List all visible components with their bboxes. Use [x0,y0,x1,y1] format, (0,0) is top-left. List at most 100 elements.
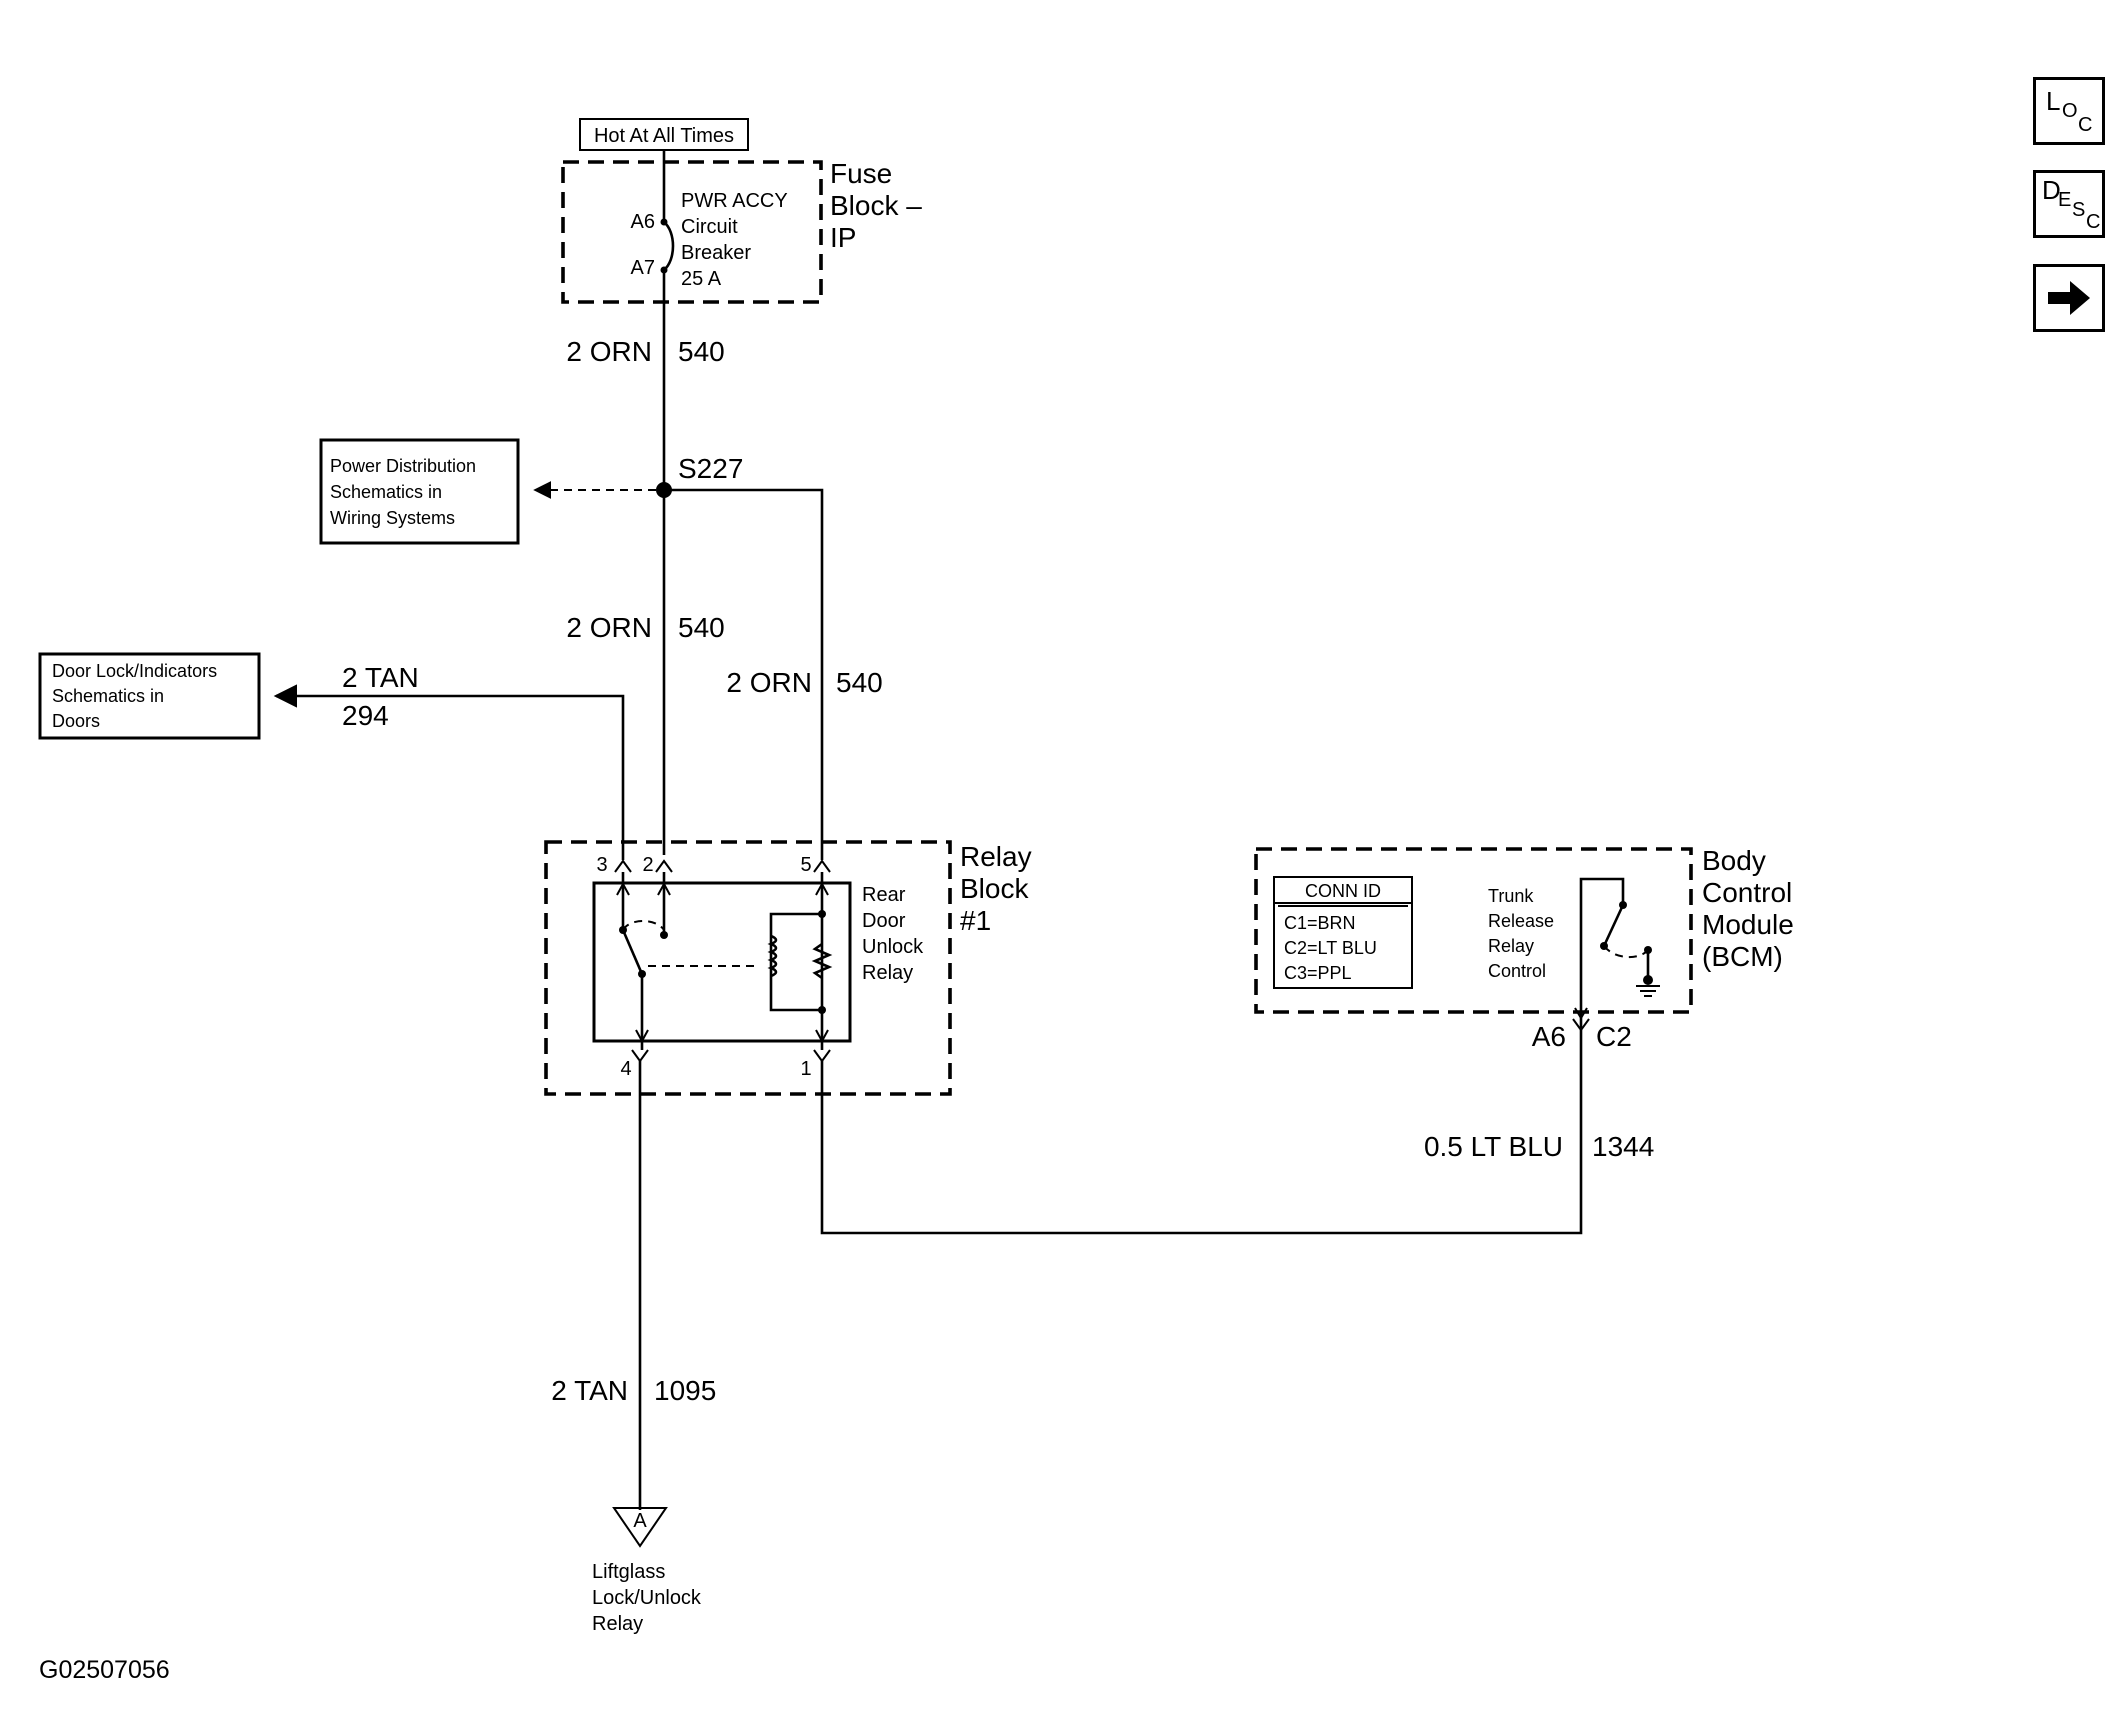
bcm-pin-a6: A6 [1532,1021,1566,1052]
svg-text:Schematics in: Schematics in [330,482,442,502]
hot-at-all-times-label: Hot At All Times [579,118,749,151]
svg-text:Relay: Relay [960,841,1032,872]
desc-letter-d: D [2042,175,2061,205]
fuse-pin-a6: A6 [631,211,655,233]
svg-text:2 ORN: 2 ORN [566,612,652,643]
relay-top-connectors [614,859,831,873]
loc-letter-c: C [2078,114,2093,136]
svg-text:PWR ACCY: PWR ACCY [681,190,788,212]
circuit-breaker-icon [660,218,675,274]
svg-text:Relay: Relay [862,962,913,984]
svg-text:#1: #1 [960,905,991,936]
svg-text:Doors: Doors [52,711,100,731]
relay-pin-1: 1 [800,1058,811,1080]
splice-s227: S227 [656,453,824,860]
loc-letter-o: O [2062,100,2078,122]
body-control-module: Body Control Module (BCM) CONN ID C1=BRN… [1254,845,1794,1052]
tan-294-wire [273,684,625,860]
ground-icon [1636,975,1660,997]
svg-text:CONN ID: CONN ID [1305,881,1381,901]
desc-letter-e: E [2058,189,2072,211]
svg-text:Unlock: Unlock [862,936,924,958]
svg-text:25 A: 25 A [681,268,722,290]
svg-text:294: 294 [342,700,389,731]
svg-text:Relay: Relay [592,1613,643,1635]
svg-text:C1=BRN: C1=BRN [1284,913,1356,933]
svg-text:Block –: Block – [830,190,922,221]
desc-letter-c: C [2086,211,2101,233]
svg-text:Liftglass: Liftglass [592,1561,665,1583]
svg-text:Wiring Systems: Wiring Systems [330,508,455,528]
svg-text:2 ORN: 2 ORN [566,336,652,367]
wire-label-540-top: 2 ORN 540 [566,336,724,367]
relay-block: Relay Block #1 Rear Door Unlock Relay 3 … [544,840,1032,1096]
svg-text:2 TAN: 2 TAN [551,1375,628,1406]
conn-id-table: CONN ID C1=BRN C2=LT BLU C3=PPL [1273,876,1413,989]
svg-text:Breaker: Breaker [681,242,751,264]
wire-label-1095: 2 TAN 1095 [551,1375,716,1406]
power-distribution-reference[interactable]: Power Distribution Schematics in Wiring … [319,438,520,545]
relay-pin-3: 3 [596,854,607,876]
bcm-connector [1572,1018,1590,1032]
svg-text:Block: Block [960,873,1029,904]
bcm-switch [1574,877,1660,1028]
relay-internal-wiring [616,872,833,1050]
svg-text:S227: S227 [678,453,743,484]
terminal-a: A Liftglass Lock/Unlock Relay [592,1507,702,1635]
door-lock-reference[interactable]: Door Lock/Indicators Schematics in Doors [38,652,261,740]
svg-text:2 ORN: 2 ORN [726,667,812,698]
svg-text:Lock/Unlock: Lock/Unlock [592,1587,702,1609]
arrow-right-icon [2048,281,2090,315]
relay-pin-2: 2 [642,854,653,876]
svg-text:1095: 1095 [654,1375,716,1406]
circuit-breaker-label: PWR ACCY Circuit Breaker 25 A [681,190,788,290]
fuse-pin-a7: A7 [631,257,655,279]
svg-text:2 TAN: 2 TAN [342,662,419,693]
bcm-connector-c2: C2 [1596,1021,1632,1052]
bcm-title: Body Control Module (BCM) [1702,845,1794,972]
svg-text:IP: IP [830,222,856,253]
relay-pin-4: 4 [620,1058,631,1080]
description-button[interactable]: D E S C [2033,170,2105,238]
svg-text:540: 540 [678,336,725,367]
svg-text:Release: Release [1488,911,1554,931]
svg-text:Circuit: Circuit [681,216,738,238]
svg-text:Hot At All Times: Hot At All Times [594,125,734,147]
lt-blu-1344-wire [820,1030,1583,1235]
wire-label-294: 2 TAN 294 [342,662,419,731]
desc-letter-s: S [2072,199,2086,221]
svg-text:Trunk: Trunk [1488,886,1534,906]
fuse-block: Fuse Block – IP PWR ACCY Circuit Breaker… [561,158,922,304]
svg-text:Schematics in: Schematics in [52,686,164,706]
svg-text:540: 540 [678,612,725,643]
svg-text:Door: Door [862,910,906,932]
svg-text:A: A [633,1510,647,1532]
rear-door-unlock-relay-label: Rear Door Unlock Relay [862,884,924,984]
svg-text:C3=PPL: C3=PPL [1284,963,1352,983]
svg-text:Rear: Rear [862,884,906,906]
svg-text:Fuse: Fuse [830,158,892,189]
trunk-release-label: Trunk Release Relay Control [1488,886,1554,981]
location-button[interactable]: L O C [2033,77,2105,145]
svg-text:Power Distribution: Power Distribution [330,456,476,476]
svg-text:Door Lock/Indicators: Door Lock/Indicators [52,661,217,681]
relay-coil-icon [767,934,778,978]
wire-label-1344: 0.5 LT BLU 1344 [1424,1131,1654,1162]
figure-id: G02507056 [39,1656,170,1684]
svg-text:Body: Body [1702,845,1766,876]
svg-text:Control: Control [1488,961,1546,981]
fuse-block-title: Fuse Block – IP [830,158,922,253]
svg-text:Module: Module [1702,909,1794,940]
relay-pin-5: 5 [800,854,811,876]
svg-text:540: 540 [836,667,883,698]
wire-label-540-right: 2 ORN 540 [726,667,882,698]
wire-label-540-middle: 2 ORN 540 [566,612,724,643]
svg-text:(BCM): (BCM) [1702,941,1783,972]
svg-text:Relay: Relay [1488,936,1534,956]
svg-text:0.5 LT BLU: 0.5 LT BLU [1424,1131,1563,1162]
svg-text:Control: Control [1702,877,1792,908]
svg-text:C2=LT BLU: C2=LT BLU [1284,938,1377,958]
relay-block-title: Relay Block #1 [960,841,1032,936]
next-button[interactable] [2033,264,2105,332]
